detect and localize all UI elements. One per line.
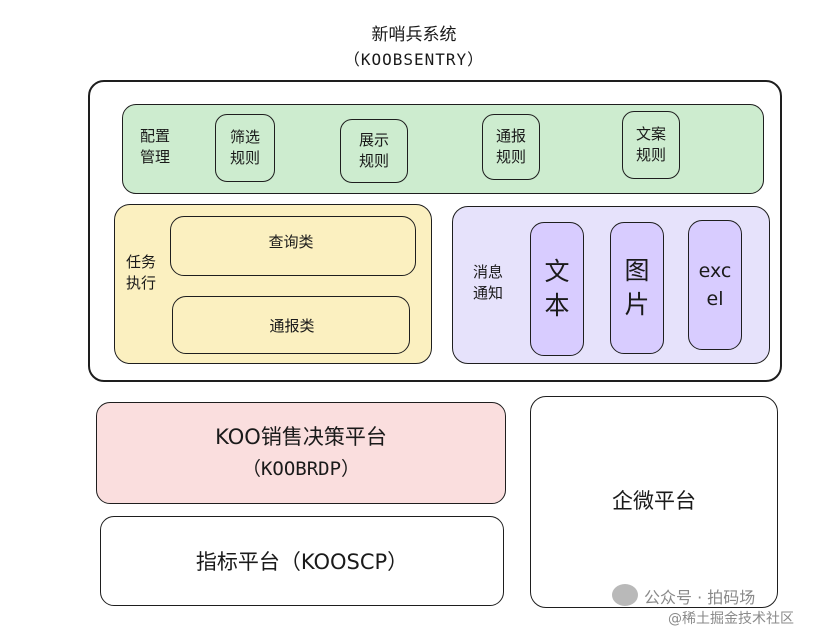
system-subtitle: （KOOBSENTRY） (343, 50, 485, 69)
notify-label: 消息 通知 (472, 263, 503, 302)
system-title: 新哨兵系统 (371, 25, 457, 45)
copy-rule-box: 文案规则 (622, 111, 680, 179)
wecom-platform-box: 企微平台 (530, 396, 778, 608)
system-container (88, 80, 782, 382)
query-type-box: 查询类 (170, 216, 416, 276)
filter-rule-box: 筛选规则 (215, 114, 275, 182)
report-type-box: 通报类 (172, 296, 410, 354)
watermark-line2: @稀土掘金技术社区 (668, 611, 794, 627)
index-platform-box: 指标平台（KOOSCP） (100, 516, 504, 606)
image-channel-box: 图片 (610, 222, 664, 354)
config-label: 配置 管理 (139, 127, 170, 166)
koo-platform-box: KOO销售决策平台 （KOOBRDP） (96, 402, 506, 504)
text-channel-box: 文本 (530, 222, 584, 356)
report-rule-box: 通报规则 (482, 114, 540, 180)
display-rule-box: 展示规则 (340, 119, 408, 183)
watermark-line1: 公众号 · 拍码场 (644, 588, 756, 607)
wechat-icon (612, 584, 638, 606)
task-label: 任务 执行 (125, 253, 156, 292)
